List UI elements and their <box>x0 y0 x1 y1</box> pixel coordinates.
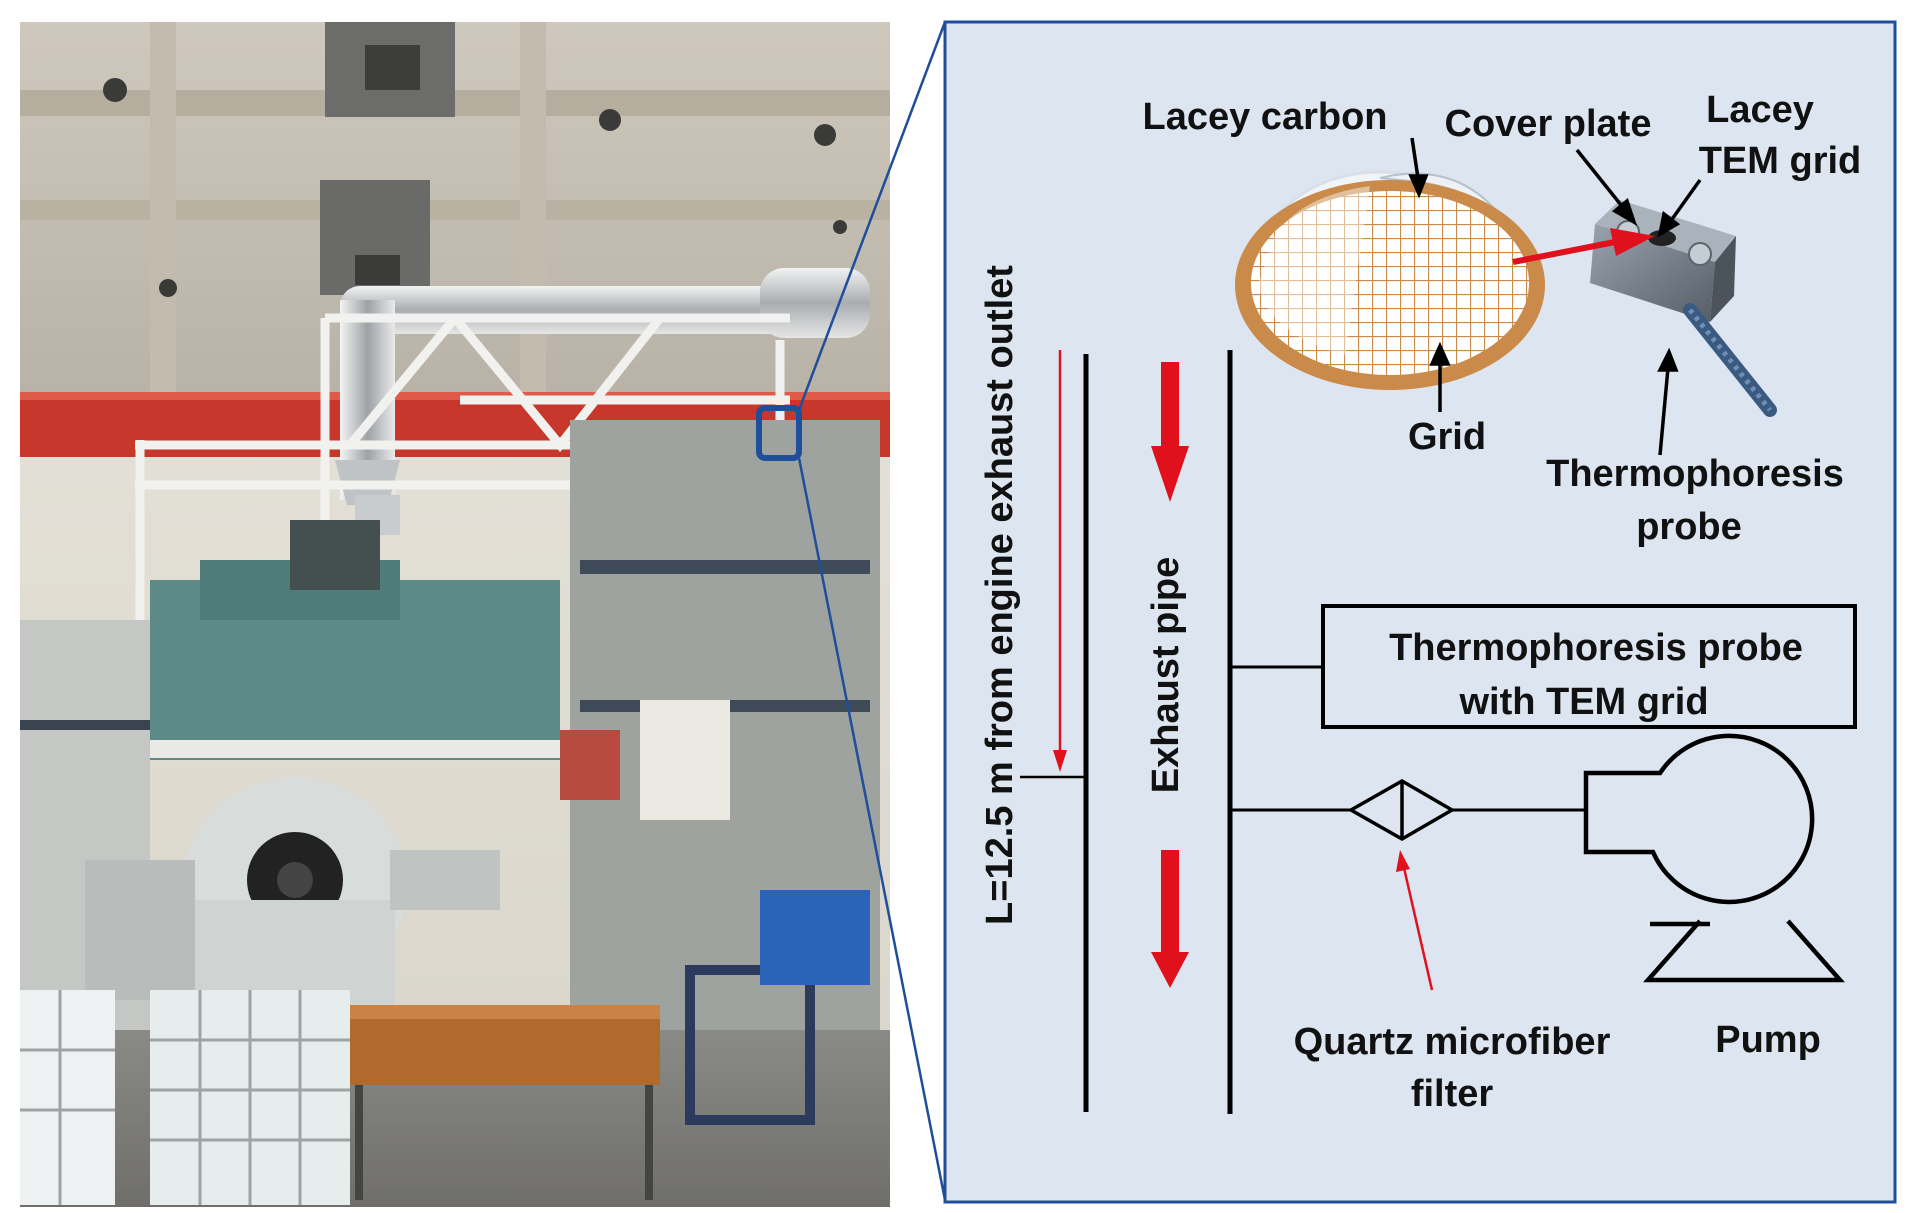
filter-pointer-arrow <box>1396 850 1434 991</box>
grid-to-probe-arrow <box>1512 228 1655 265</box>
label-filter-line2: filter <box>1411 1073 1494 1115</box>
label-pump: Pump <box>1715 1019 1821 1061</box>
distance-indicator <box>1020 350 1086 779</box>
label-filter-line1: Quartz microfiber <box>1294 1021 1611 1063</box>
zoom-connector-lines <box>797 21 947 1201</box>
label-distance: L=12.5 m from engine exhaust outlet <box>979 265 1021 925</box>
probe-location-marker <box>756 405 802 461</box>
flow-arrows <box>1151 362 1189 988</box>
probe-box <box>1321 604 1857 729</box>
label-thermophoresis-probe-line1: Thermophoresis <box>1546 453 1844 495</box>
pointer-arrows <box>1408 137 1702 456</box>
exhaust-pipe <box>1083 350 1233 1114</box>
label-exhaust-pipe: Exhaust pipe <box>1145 557 1187 794</box>
pump-symbol <box>1583 733 1845 983</box>
label-cover-plate: Cover plate <box>1445 103 1652 145</box>
label-thermophoresis-probe-line2: probe <box>1636 506 1742 548</box>
tem-grid-illustration <box>1235 170 1545 390</box>
label-lacey-tem-grid-line2: TEM grid <box>1699 140 1862 182</box>
lab-photo <box>20 22 890 1207</box>
label-lacey-tem-grid-line1: Lacey <box>1706 89 1814 131</box>
label-probe-box-line2: with TEM grid <box>1458 681 1708 723</box>
label-lacey-carbon: Lacey carbon <box>1143 96 1388 138</box>
label-grid: Grid <box>1408 416 1486 458</box>
quartz-filter-symbol <box>1347 778 1456 842</box>
label-probe-box-line1: Thermophoresis probe <box>1389 627 1803 669</box>
